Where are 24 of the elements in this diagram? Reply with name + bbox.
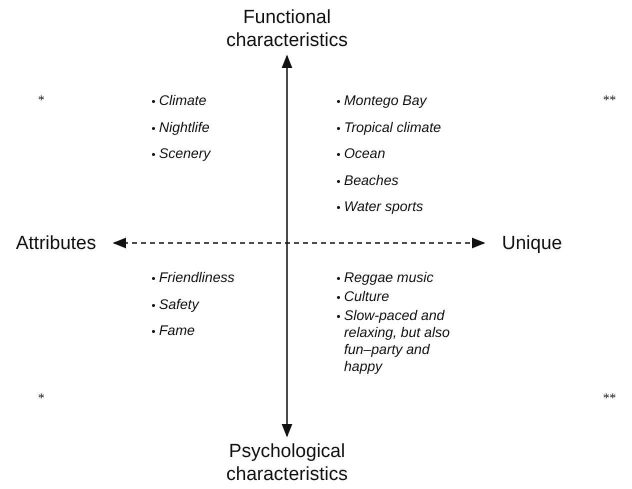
asterisk-mark: ** <box>603 92 616 108</box>
axis-title: Unique <box>492 232 572 255</box>
axis-title: Attributes <box>6 232 106 255</box>
list-item: Climate <box>159 92 208 109</box>
asterisk-mark: ** <box>603 390 616 406</box>
asterisk-mark: * <box>38 390 44 406</box>
list-item: Water sports <box>344 198 424 215</box>
axis-title: Psychological characteristics <box>187 440 387 486</box>
list-item: Montego Bay <box>344 92 428 109</box>
list-item: Friendliness <box>159 269 236 286</box>
list-item: Ocean <box>344 145 386 162</box>
list-item: Culture <box>344 288 390 305</box>
axis-arrow <box>282 54 292 438</box>
asterisk-mark: * <box>38 92 44 108</box>
list-item: Scenery <box>159 145 212 162</box>
list-item: Tropical climate <box>344 119 442 136</box>
list-item: Fame <box>159 322 196 339</box>
axis-title: Functional characteristics <box>187 6 387 52</box>
list-item: Reggae music <box>344 269 434 286</box>
dashed-axis-arrow <box>112 238 486 248</box>
list-item: Slow-paced and relaxing, but also fun–party and happy <box>344 307 451 375</box>
list-item: Safety <box>159 296 200 313</box>
list-item: Beaches <box>344 172 400 189</box>
list-item: Nightlife <box>159 119 211 136</box>
